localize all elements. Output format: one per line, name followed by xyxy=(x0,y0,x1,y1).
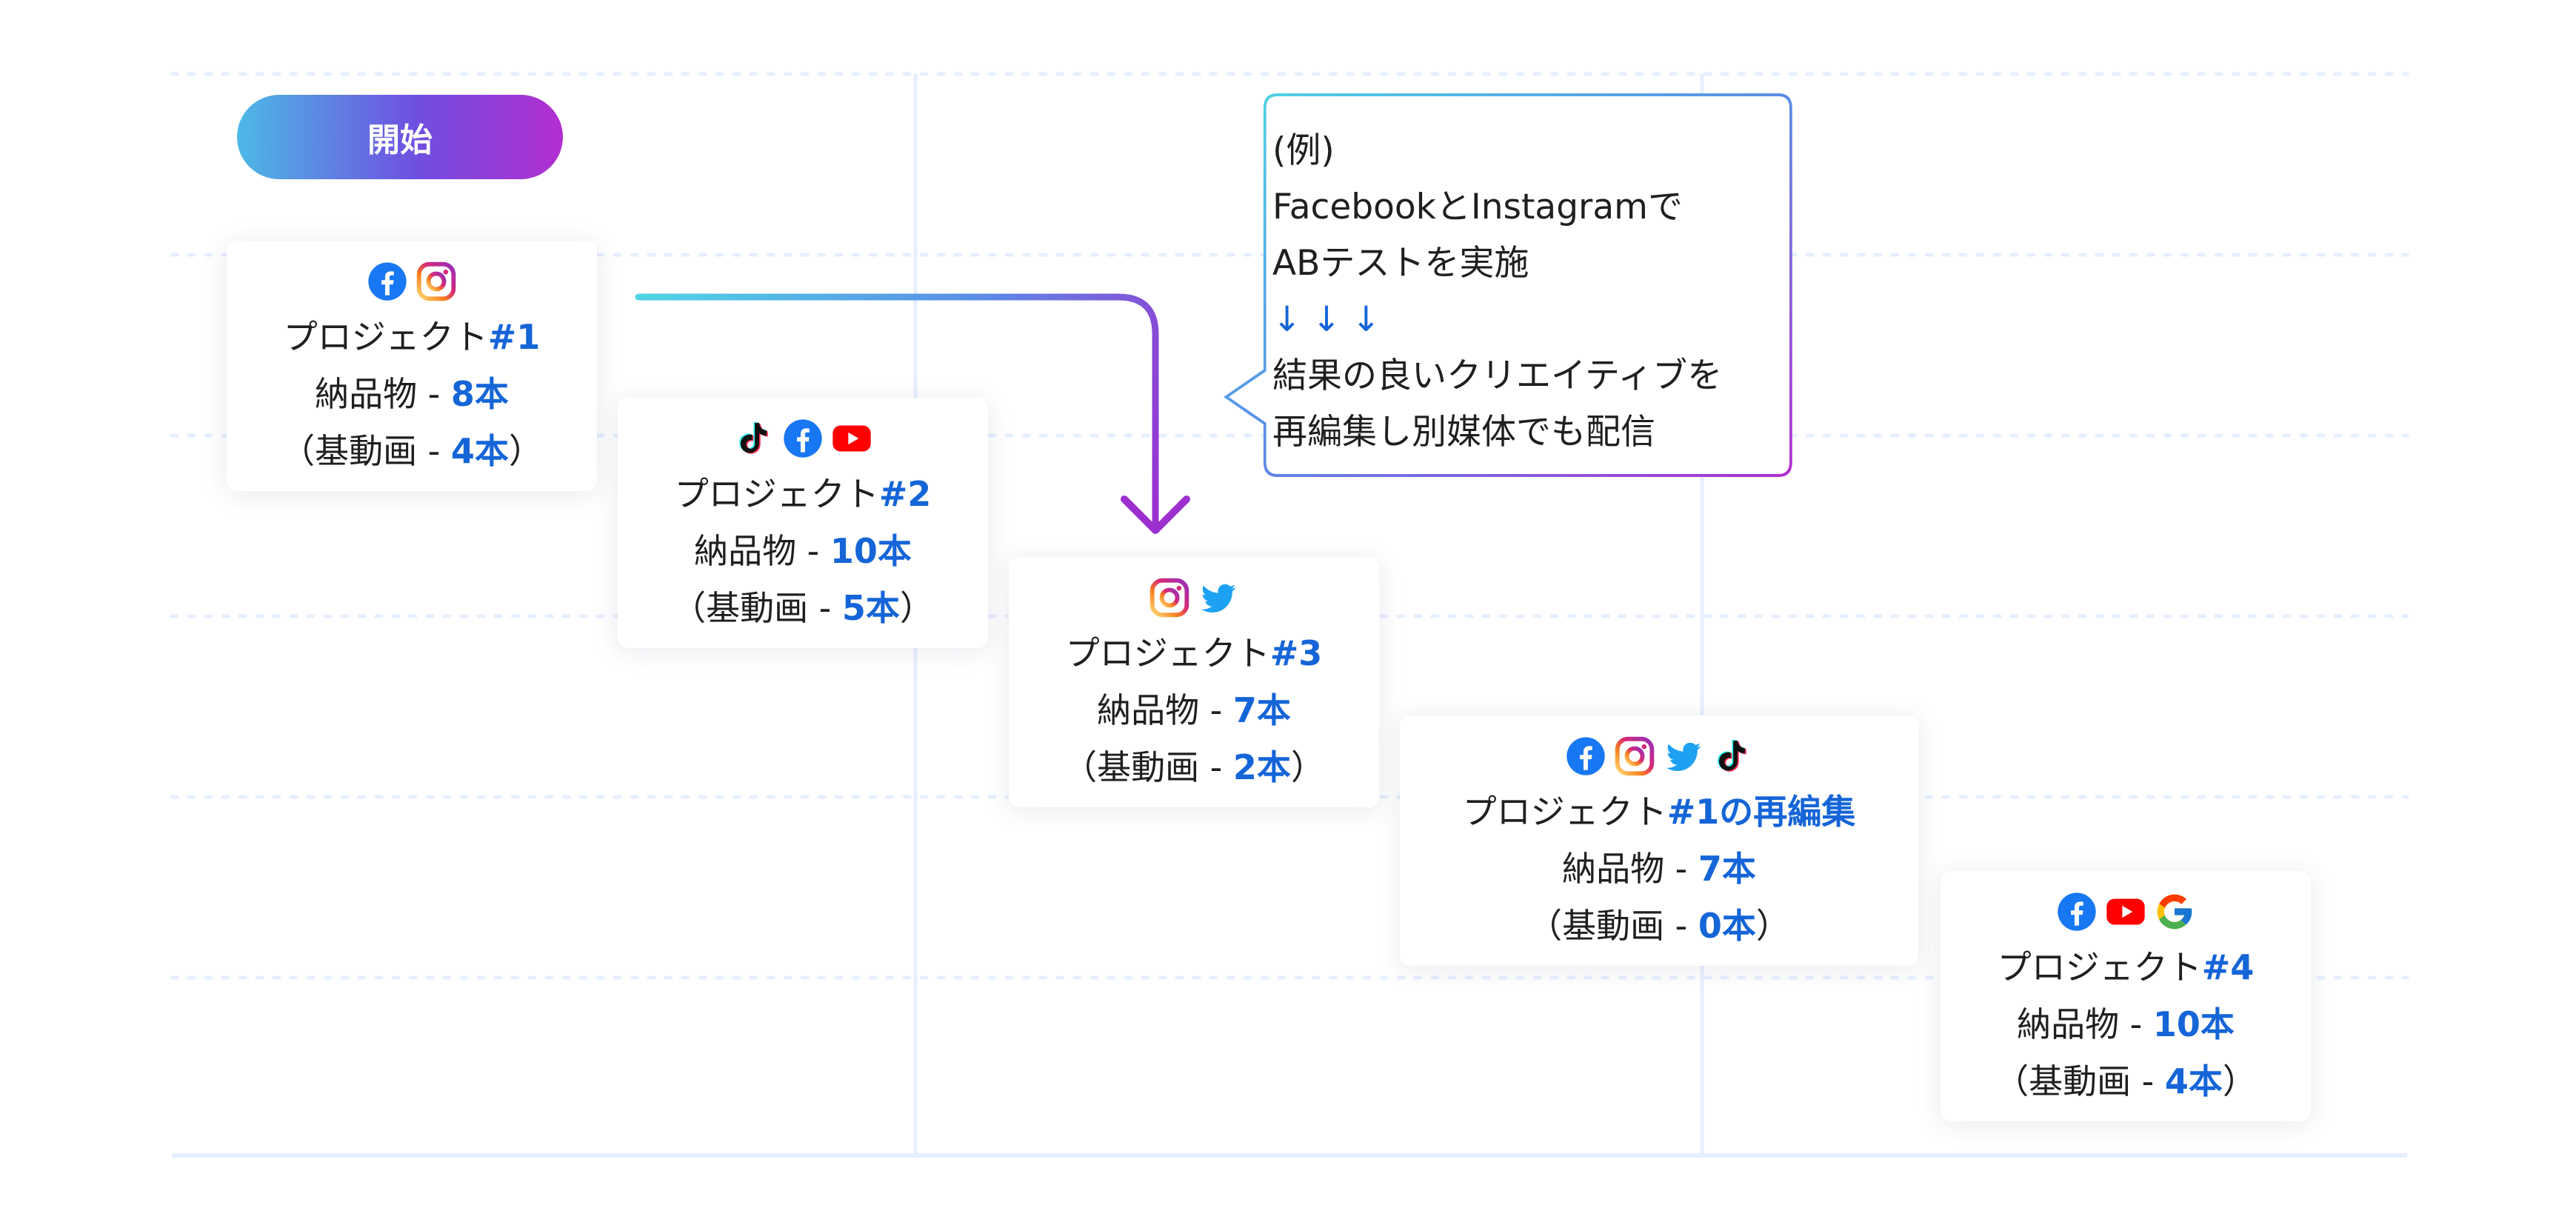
project-card-4: プロジェクト#1の再編集 納品物 - 7本 （基動画 - 0本） xyxy=(1400,715,1918,966)
deliverables-count: 納品物 - 10本 xyxy=(694,531,912,571)
callout-border xyxy=(1224,93,1792,477)
platform-icons xyxy=(733,417,872,460)
instagram-icon xyxy=(416,261,457,302)
platform-icons xyxy=(1565,735,1753,778)
instagram-icon xyxy=(1149,577,1190,618)
connector-path xyxy=(635,293,1159,528)
project-title: プロジェクト#1 xyxy=(283,317,541,357)
platform-icons xyxy=(2056,890,2195,933)
note-line: FacebookとInstagramで xyxy=(1272,187,1683,227)
tiktok-icon xyxy=(733,418,775,459)
facebook-icon xyxy=(367,261,408,302)
start-badge: 開始 xyxy=(237,95,563,179)
base-video-count: （基動画 - 0本） xyxy=(1528,906,1790,946)
project-title: プロジェクト#1の再編集 xyxy=(1462,792,1856,832)
google-icon xyxy=(2154,891,2195,932)
project-title: プロジェクト#4 xyxy=(1997,947,2255,987)
deliverables-count: 納品物 - 10本 xyxy=(2017,1004,2235,1044)
youtube-icon xyxy=(2105,891,2146,932)
project-title: プロジェクト#2 xyxy=(674,474,932,514)
twitter-icon xyxy=(1198,577,1239,618)
project-card-5: プロジェクト#4 納品物 - 10本 （基動画 - 4本） xyxy=(1941,871,2311,1121)
tiktok-icon xyxy=(1712,735,1753,777)
note-line: ABテストを実施 xyxy=(1272,243,1529,284)
platform-icons xyxy=(1149,576,1239,619)
note-line: (例) xyxy=(1272,130,1335,171)
base-video-count: （基動画 - 2本） xyxy=(1063,747,1325,787)
base-video-count: （基動画 - 5本） xyxy=(672,588,934,628)
example-note-callout: (例) FacebookとInstagramで ABテストを実施 ↓↓↓ 結果の… xyxy=(1224,92,1794,478)
down-arrows: ↓↓↓ xyxy=(1272,299,1392,340)
facebook-icon xyxy=(2056,891,2098,932)
project-title: プロジェクト#3 xyxy=(1065,633,1323,673)
project-card-1: プロジェクト#1 納品物 - 8本 （基動画 - 4本） xyxy=(227,241,597,491)
platform-icons xyxy=(367,260,457,303)
youtube-icon xyxy=(831,418,872,459)
project-card-3: プロジェクト#3 納品物 - 7本 （基動画 - 2本） xyxy=(1009,557,1379,807)
note-line: 結果の良いクリエイティブを xyxy=(1272,356,1723,396)
base-video-count: （基動画 - 4本） xyxy=(1995,1061,2257,1101)
deliverables-count: 納品物 - 7本 xyxy=(1562,849,1756,889)
project-card-2: プロジェクト#2 納品物 - 10本 （基動画 - 5本） xyxy=(618,398,988,648)
callout-text: (例) FacebookとInstagramで ABテストを実施 ↓↓↓ 結果の… xyxy=(1272,123,1794,461)
deliverables-count: 納品物 - 8本 xyxy=(315,374,509,414)
facebook-icon xyxy=(782,418,824,459)
note-line: 再編集し別媒体でも配信 xyxy=(1272,412,1655,453)
facebook-icon xyxy=(1565,735,1606,777)
twitter-icon xyxy=(1663,735,1704,777)
instagram-icon xyxy=(1614,735,1655,777)
deliverables-count: 納品物 - 7本 xyxy=(1097,690,1291,730)
base-video-count: （基動画 - 4本） xyxy=(281,431,543,471)
connector-arrowhead xyxy=(1121,495,1190,534)
